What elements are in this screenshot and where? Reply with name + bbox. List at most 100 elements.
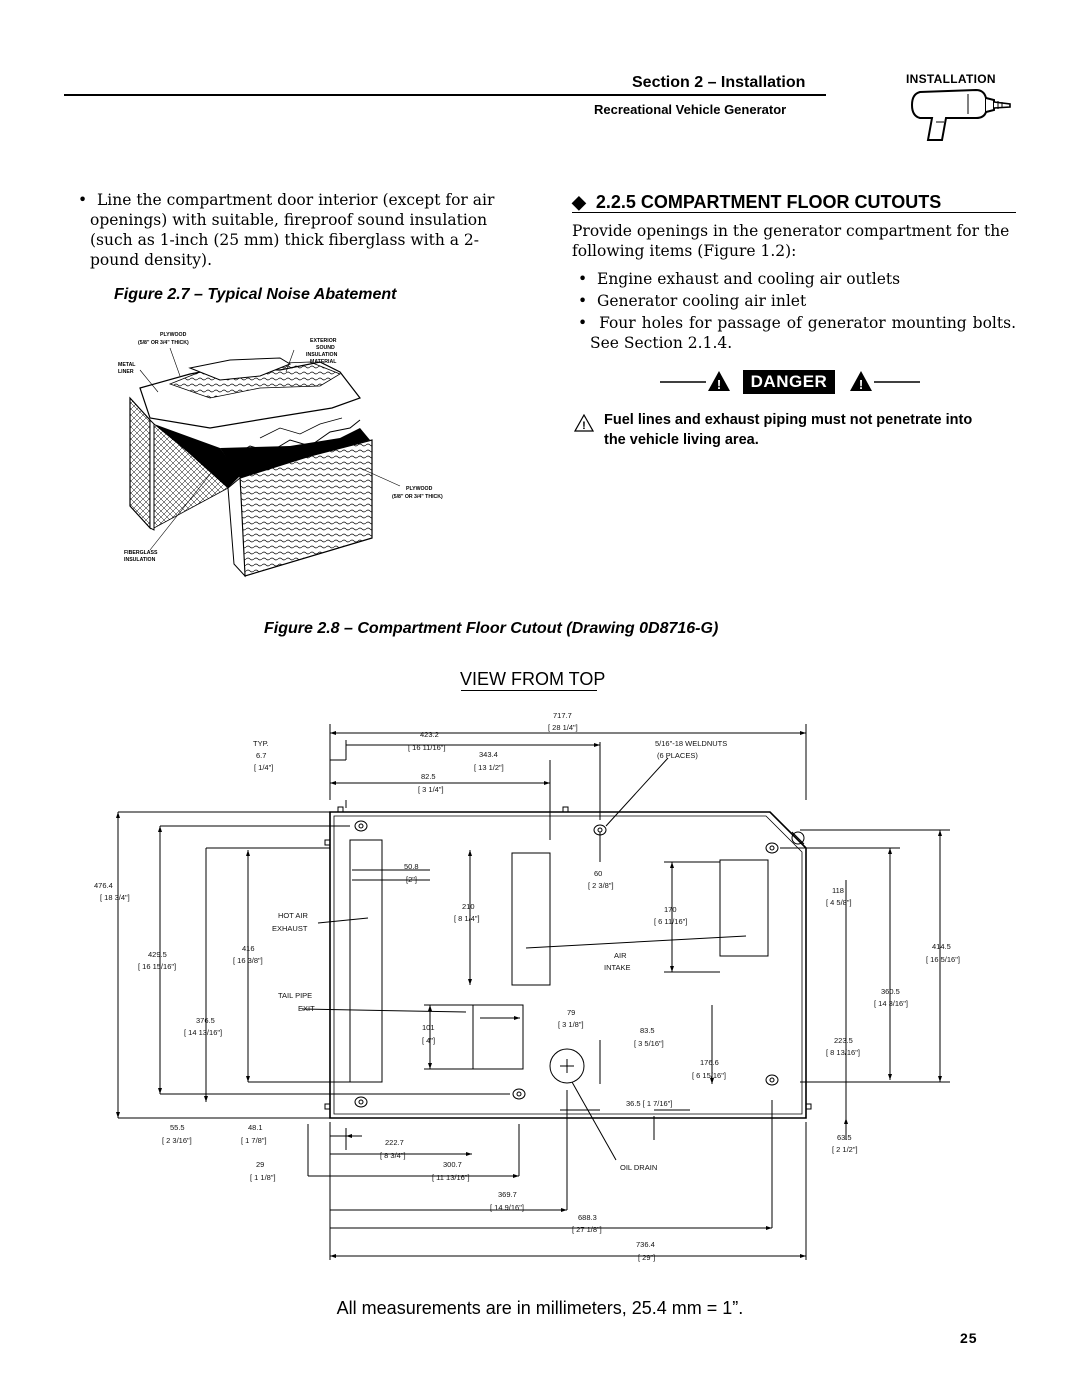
dim-text: [ 3 1/8"] [558, 1020, 584, 1029]
list-item: • Engine exhaust and cooling air outlets [578, 270, 901, 288]
dim-text: 82.5 [421, 772, 436, 781]
dim-text: 48.1 [248, 1123, 263, 1132]
floor-plate [329, 811, 807, 1119]
view-title-underline [461, 690, 597, 691]
dim-text: 476.4 [94, 881, 113, 890]
label-intake: INTAKE [604, 963, 631, 972]
section-intro: Provide openings in the generator compar… [572, 221, 1016, 261]
dim-text: [ 14 3/16"] [874, 999, 908, 1008]
cutout-list: • Engine exhaust and cooling air outlets… [572, 269, 1016, 355]
installation-badge: INSTALLATION [906, 72, 996, 86]
dim-text: 118 [832, 886, 844, 895]
dim-text: [ 6 11/16"] [654, 917, 687, 926]
dim-text: [ 8 13/16"] [826, 1048, 860, 1057]
dim-text: 60 [594, 869, 602, 878]
dim-text: [ 4 5/8"] [826, 898, 852, 907]
dim-text: 50.8 [404, 862, 419, 871]
left-bullet-text: Line the compartment door interior (exce… [90, 191, 495, 269]
dim-text: [ 28 1/4"] [548, 723, 578, 732]
dim-text: (6 PLACES) [657, 751, 698, 760]
dim-text: [ 3 5/16"] [634, 1039, 664, 1048]
warning-icon [850, 371, 872, 391]
dim-text: 343.4 [479, 750, 498, 759]
svg-text:!: ! [859, 377, 863, 392]
section-title: Section 2 – Installation [632, 74, 806, 91]
page-number: 25 [960, 1330, 978, 1346]
dim-text: [ 2 3/16"] [162, 1136, 192, 1145]
view-title: VIEW FROM TOP [460, 669, 606, 689]
label-fiberglass-insulation: INSULATION [124, 557, 156, 563]
dim-text: 223.5 [834, 1036, 853, 1045]
dim-text: 736.4 [636, 1240, 655, 1249]
danger-graphic: ! ! [660, 371, 920, 392]
label-plywood-right: PLYWOOD [406, 486, 433, 492]
dim-text: [ 18 3/4"] [100, 893, 130, 902]
dim-text: [ 27 1/8"] [572, 1225, 602, 1234]
air-intake-cutout [511, 852, 551, 986]
dim-text: [ 4"] [422, 1036, 435, 1045]
dim-text: 5/16"-18 WELDNUTS [655, 739, 727, 748]
dim-text: [2"] [406, 875, 417, 884]
label-fiberglass: FIBERGLASS [124, 550, 158, 556]
dim-text: 79 [567, 1008, 575, 1017]
list-item: • Generator cooling air inlet [578, 292, 807, 310]
dim-text: [ 29"] [638, 1253, 655, 1262]
dim-text: [ 1 1/8"] [250, 1173, 276, 1182]
list-item: • Four holes for passage of generator mo… [578, 314, 1016, 352]
tail-pipe-cutout [472, 1004, 524, 1070]
dim-text: 423.2 [420, 730, 439, 739]
danger-label: DANGER [743, 370, 835, 394]
dim-text: 63.5 [837, 1133, 852, 1142]
dim-text: 210 [462, 902, 475, 911]
dim-text: [ 16 3/8"] [233, 956, 263, 965]
label-oil-drain: OIL DRAIN [620, 1163, 657, 1172]
section-heading-rule [572, 212, 1016, 213]
danger-text: Fuel lines and exhaust piping must not p… [604, 412, 973, 448]
label-plywood-top-thickness: (5/8" OR 3/4" THICK) [138, 340, 189, 346]
label-material: MATERIAL [310, 359, 337, 365]
section-heading: ◆ 2.2.5 COMPARTMENT FLOOR CUTOUTS [572, 192, 942, 212]
dim-text: 376.5 [196, 1016, 215, 1025]
dim-text: 717.7 [553, 711, 572, 720]
dim-text: 414.5 [932, 942, 951, 951]
dim-text: [ 14 13/16"] [184, 1028, 222, 1037]
warning-icon [708, 371, 730, 391]
dim-text: [ 16 15/16"] [138, 962, 176, 971]
dim-text: 369.7 [498, 1190, 517, 1199]
figure-8-caption: Figure 2.8 – Compartment Floor Cutout (D… [264, 620, 719, 637]
dim-text: [ 8 3/4"] [380, 1151, 406, 1160]
dim-text: 170 [664, 905, 677, 914]
oil-drain-hole [549, 1048, 585, 1084]
label-air: AIR [614, 951, 627, 960]
dim-text: 101 [422, 1023, 435, 1032]
dim-text: [ 1 7/8"] [241, 1136, 267, 1145]
label-liner: LINER [118, 369, 134, 375]
label-exit: EXIT [298, 1004, 315, 1013]
dim-text: 300.7 [443, 1160, 462, 1169]
dim-text: [ 2 3/8"] [588, 881, 614, 890]
dim-text: [ 16 5/16"] [926, 955, 960, 964]
warning-icon: ! [574, 414, 594, 432]
left-bullet: • Line the compartment door interior (ex… [78, 191, 495, 269]
dim-text: [ 13 1/2"] [474, 763, 504, 772]
drill-icon [910, 88, 1011, 141]
label-insulation: INSULATION [306, 352, 338, 358]
dim-text: 429.5 [148, 950, 167, 959]
hot-air-exhaust-cutout [349, 839, 383, 1083]
svg-text:!: ! [717, 377, 721, 392]
dim-text: 416 [242, 944, 255, 953]
label-plywood-right-thickness: (5/8" OR 3/4" THICK) [392, 494, 443, 500]
dim-text: 55.5 [170, 1123, 185, 1132]
label-tail-pipe: TAIL PIPE [278, 991, 312, 1000]
dim-text: [ 11 13/16"] [432, 1173, 470, 1182]
danger-banner: ! ! DANGER [660, 369, 920, 395]
dim-text: [ 6 15/16"] [692, 1071, 726, 1080]
dim-text: 29 [256, 1160, 264, 1169]
dim-text: 360.5 [881, 987, 900, 996]
cutout-right [719, 859, 769, 957]
dim-text: 688.3 [578, 1213, 597, 1222]
noise-abatement-figure: PLYWOOD (5/8" OR 3/4" THICK) METAL LINER… [118, 332, 443, 578]
measurement-note: All measurements are in millimeters, 25.… [336, 1298, 744, 1318]
dim-text: [ 3 1/4"] [418, 785, 444, 794]
